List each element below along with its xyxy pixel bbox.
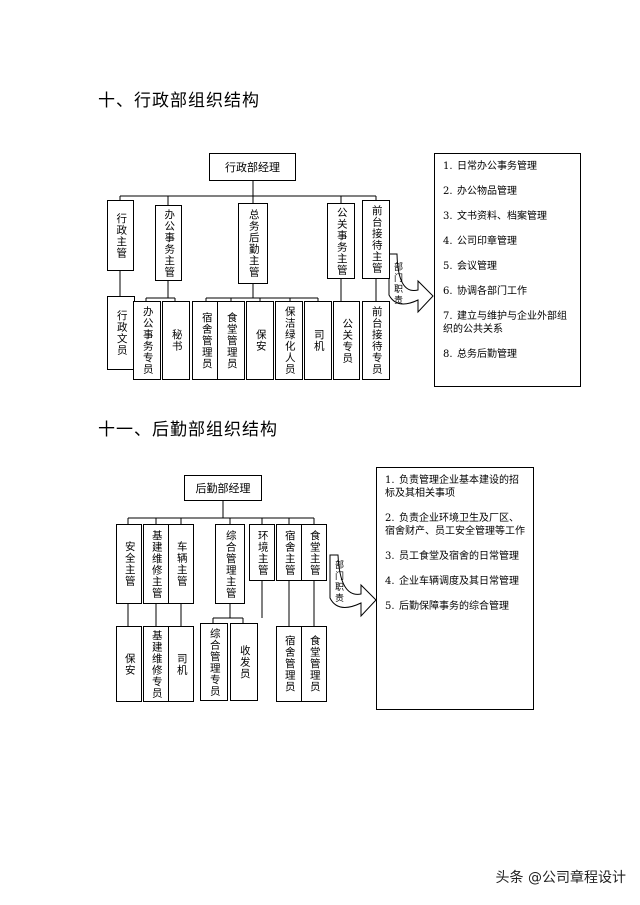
mail-clerk-box: 收发员 [230, 623, 258, 701]
secretary-box: 秘书 [162, 301, 190, 380]
general-management-specialist-box: 综合管理专员 [200, 623, 228, 701]
admin-manager-box: 行政部经理 [209, 153, 296, 181]
duty-item: 7.建立与维护与企业外部组织的公共关系 [443, 311, 567, 335]
dorm-administrator-box: 宿舍管理员 [276, 626, 302, 702]
public-relations-supervisor-box: 公关事务主管 [327, 203, 355, 279]
duty-item: 8.总务后勤管理 [443, 349, 517, 360]
driver-box: 司机 [304, 301, 332, 380]
duty-item: 1.日常办公事务管理 [443, 161, 537, 172]
construction-maintenance-supervisor-box: 基建维修主管 [143, 524, 169, 604]
vehicle-supervisor-box: 车辆主管 [168, 524, 194, 604]
driver-box: 司机 [168, 626, 194, 702]
admin-supervisor-box: 行政主管 [107, 200, 134, 271]
section1-duties-panel: 1.日常办公事务管理 2.办公物品管理 3.文书资料、档案管理 4.公司印章管理… [434, 153, 581, 387]
duty-item: 4.企业车辆调度及其日常管理 [385, 576, 519, 587]
duty-item: 2.办公物品管理 [443, 186, 517, 197]
duty-item: 5.会议管理 [443, 261, 497, 272]
canteen-supervisor-box: 食堂主管 [301, 524, 327, 581]
canteen-administrator-box: 食堂管理员 [301, 626, 327, 702]
watermark-text: 头条 @公司章程设计 [495, 870, 626, 886]
cleaning-greening-staff-box: 保洁绿化人员 [275, 301, 303, 380]
security-guard-box: 保安 [246, 301, 274, 380]
section1-arrow-label: 部门职责 [392, 262, 402, 306]
section1-heading: 十、行政部组织结构 [98, 91, 260, 111]
duty-item: 3.员工食堂及宿舍的日常管理 [385, 551, 519, 562]
office-affairs-supervisor-box: 办公事务主管 [155, 205, 182, 281]
duty-item: 5.后勤保障事务的综合管理 [385, 601, 509, 612]
pr-specialist-box: 公关专员 [333, 301, 360, 380]
canteen-administrator-box: 食堂管理员 [217, 301, 245, 380]
environment-supervisor-box: 环境主管 [249, 524, 275, 581]
security-guard-box: 保安 [116, 626, 142, 702]
safety-supervisor-box: 安全主管 [116, 524, 142, 604]
dorm-administrator-box: 宿舍管理员 [192, 301, 220, 380]
front-desk-specialist-box: 前台接待专员 [362, 301, 390, 380]
admin-clerk-box: 行政文员 [107, 296, 135, 370]
front-desk-supervisor-box: 前台接待主管 [362, 200, 390, 279]
duty-item: 4.公司印章管理 [443, 236, 517, 247]
section2-duties-panel: 1.负责管理企业基本建设的招标及其相关事项 2.负责企业环境卫生及厂区、宿舍财产… [376, 467, 534, 710]
duty-item: 3.文书资料、档案管理 [443, 211, 547, 222]
duty-item: 1.负责管理企业基本建设的招标及其相关事项 [385, 475, 519, 499]
office-affairs-specialist-box: 办公事务专员 [133, 301, 161, 380]
general-logistics-supervisor-box: 总务后勤主管 [238, 203, 268, 284]
duty-item: 2.负责企业环境卫生及厂区、宿舍财产、员工安全管理等工作 [385, 513, 525, 537]
general-management-supervisor-box: 综合管理主管 [215, 524, 245, 604]
logistics-manager-box: 后勤部经理 [184, 475, 262, 501]
section2-heading: 十一、后勤部组织结构 [98, 420, 278, 440]
dorm-supervisor-box: 宿舍主管 [276, 524, 302, 581]
duty-item: 6.协调各部门工作 [443, 286, 527, 297]
construction-maintenance-specialist-box: 基建维修专员 [143, 626, 169, 702]
section2-arrow-label: 部门职责 [333, 560, 343, 604]
